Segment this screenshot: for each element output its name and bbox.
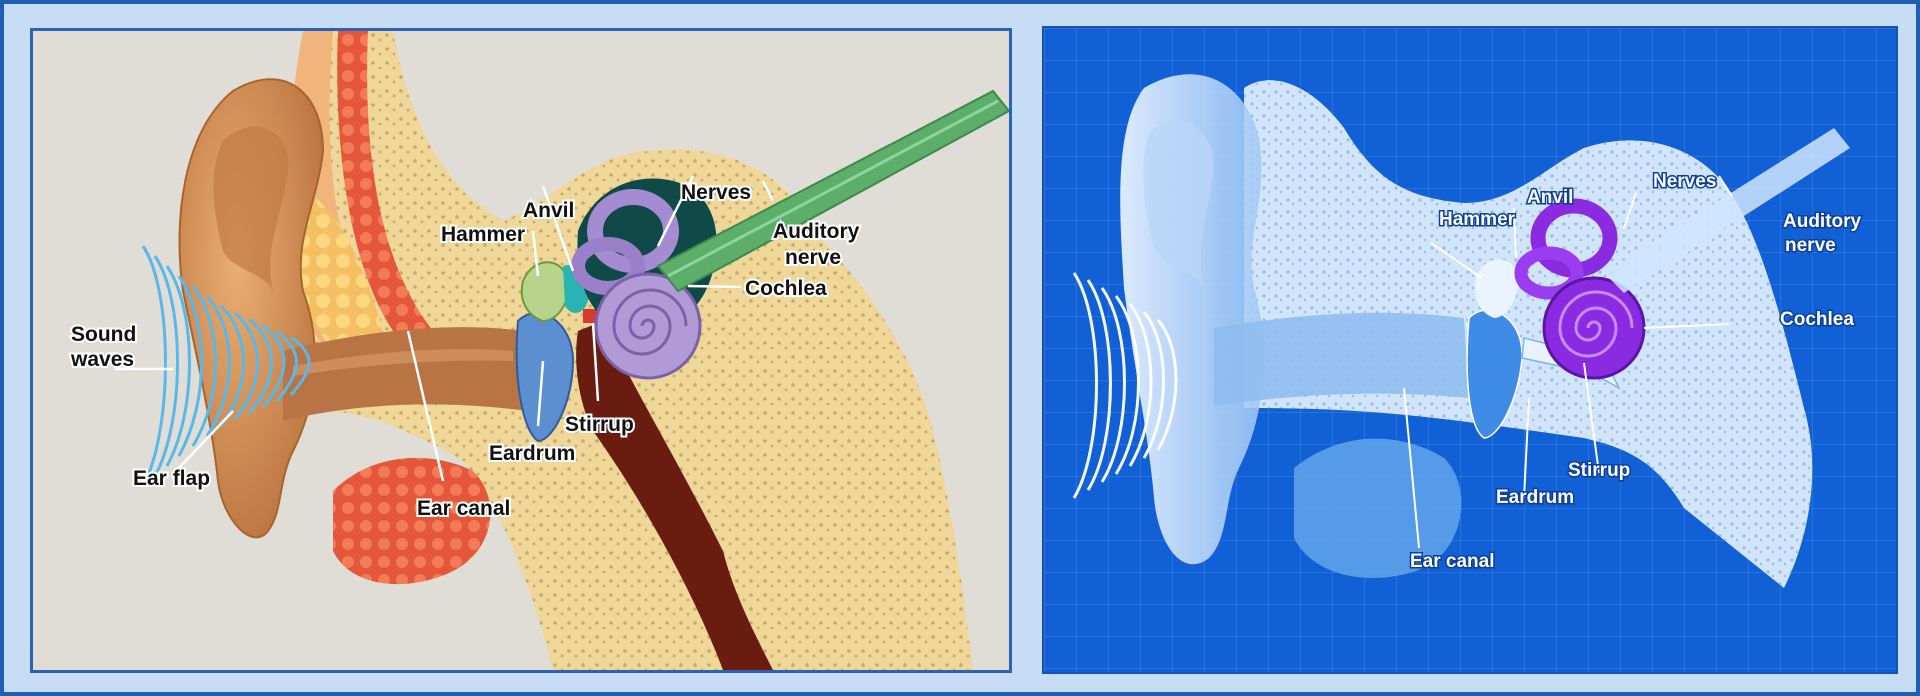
label-auditory-nerve-1: Auditory: [773, 220, 860, 243]
bp-parotid-gland: [1294, 438, 1462, 578]
label-cochlea: Cochlea: [745, 277, 827, 300]
cochlea-spiral: [612, 288, 688, 356]
label-eardrum: Eardrum: [489, 442, 575, 465]
bp-leader-lines: [1403, 175, 1733, 549]
bp-label-nerves: Nerves: [1653, 171, 1716, 192]
bp-eardrum-shape: [1466, 309, 1523, 439]
label-ear-canal: Ear canal: [417, 497, 510, 520]
label-ear-flap: Ear flap: [133, 467, 210, 490]
bp-label-auditory-nerve-1: Auditory: [1783, 211, 1862, 232]
label-auditory-nerve-2: nerve: [785, 246, 841, 269]
sound-waves-group: [141, 245, 311, 487]
bp-auditory-nerve-shape: [1604, 128, 1850, 293]
semicircular-canal-2: [571, 237, 645, 295]
bp-sound-waves-group: [1072, 272, 1178, 499]
leader-lines: [115, 175, 775, 482]
label-hammer: Hammer: [441, 223, 525, 246]
bp-label-auditory-nerve-2: nerve: [1785, 235, 1836, 256]
label-stirrup: Stirrup: [565, 413, 634, 436]
bp-label-cochlea: Cochlea: [1780, 309, 1854, 330]
bp-ear-flap-fold: [1143, 120, 1214, 288]
bp-hammer-shape: [1474, 259, 1519, 318]
bp-semicircular-canal-2: [1514, 246, 1584, 300]
bp-label-stirrup: Stirrup: [1568, 460, 1630, 481]
bp-label-ear-canal: Ear canal: [1410, 551, 1495, 572]
upper-tissue: [337, 31, 433, 331]
bp-label-hammer: Hammer: [1439, 209, 1516, 230]
label-sound-waves-2: waves: [70, 348, 134, 371]
ear-anatomy-illustration: Sound waves Ear flap Ear canal Eardrum H…: [30, 28, 1012, 673]
ear-anatomy-svg: Sound waves Ear flap Ear canal Eardrum H…: [68, 31, 1009, 670]
label-sound-waves-1: Sound: [71, 323, 136, 346]
bp-label-anvil: Anvil: [1527, 187, 1573, 208]
ear-canal-highlight: [293, 349, 513, 376]
eustachian-tube: [576, 321, 773, 670]
label-nerves: Nerves: [681, 181, 751, 204]
parotid-gland: [333, 457, 491, 585]
bp-ear-canal-shape: [1214, 312, 1469, 406]
bp-cochlea-spiral: [1558, 290, 1634, 358]
ear-blueprint-illustration: Hammer Anvil Nerves Auditory nerve Cochl…: [1042, 26, 1898, 674]
ear-blueprint-svg: Hammer Anvil Nerves Auditory nerve Cochl…: [1044, 28, 1896, 672]
bp-skull-bone: [1244, 80, 1813, 588]
label-anvil: Anvil: [523, 199, 574, 222]
bp-label-eardrum: Eardrum: [1496, 487, 1574, 508]
auditory-nerve-stripe: [667, 99, 999, 278]
ear-flap-fold: [213, 126, 289, 291]
